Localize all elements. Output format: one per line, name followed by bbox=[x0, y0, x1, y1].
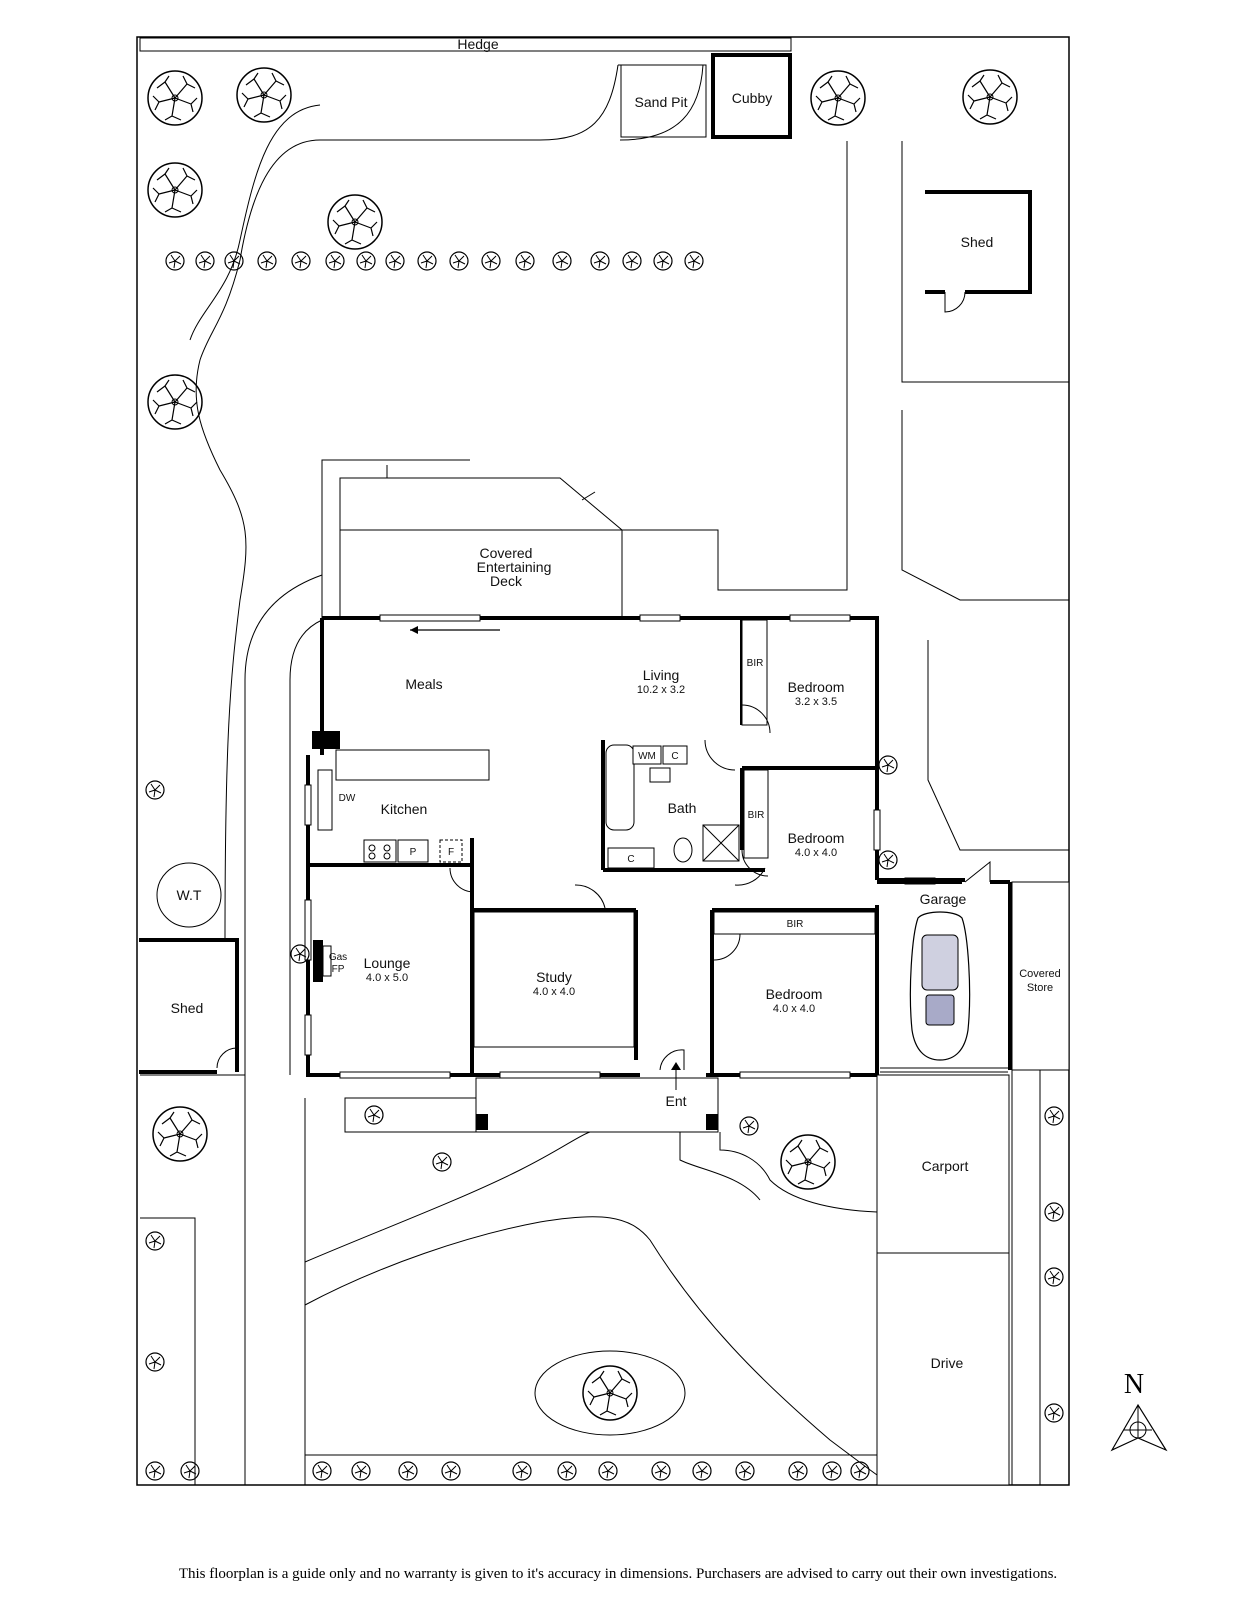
front-garden-bed bbox=[534, 1350, 686, 1436]
shed-rear-door bbox=[944, 291, 966, 313]
deck-label-2: Entertaining bbox=[477, 559, 552, 575]
car-icon bbox=[909, 911, 971, 1061]
cubby bbox=[711, 53, 792, 139]
study-sliders bbox=[473, 911, 635, 1048]
cubby-label: Cubby bbox=[732, 90, 772, 106]
disclaimer-text: This floorplan is a guide only and no wa… bbox=[178, 1566, 1058, 1582]
study-dim: 4.0 x 4.0 bbox=[533, 986, 575, 998]
fridge-label: F bbox=[448, 847, 454, 858]
deck-outline-2 bbox=[339, 477, 623, 618]
bir2-label: BIR bbox=[748, 810, 765, 821]
c-label-1: C bbox=[671, 751, 678, 762]
cupboard-bath bbox=[662, 745, 688, 765]
shed-rear bbox=[925, 190, 1032, 294]
hedge-label: Hedge bbox=[457, 36, 498, 52]
lounge-label: Lounge bbox=[364, 955, 411, 971]
left-side-path bbox=[244, 574, 323, 1075]
water-tank bbox=[156, 862, 222, 928]
deck-label-3: Deck bbox=[490, 573, 523, 589]
gas-fp-label-1: Gas bbox=[329, 952, 347, 963]
doors bbox=[449, 704, 771, 1071]
pantry bbox=[397, 839, 429, 863]
deck-outline bbox=[321, 459, 470, 618]
sand-pit-label: Sand Pit bbox=[635, 94, 688, 110]
cooktop bbox=[363, 839, 397, 863]
bedroom3-label: Bedroom bbox=[766, 986, 823, 1002]
bir-3 bbox=[713, 911, 876, 935]
ent-label: Ent bbox=[665, 1093, 686, 1109]
bath-label: Bath bbox=[668, 800, 697, 816]
bedroom1-label: Bedroom bbox=[788, 679, 845, 695]
pantry-label: P bbox=[410, 847, 417, 858]
cupboard-hall bbox=[607, 847, 655, 869]
north-arrow-icon: N bbox=[1110, 1369, 1168, 1452]
fridge bbox=[439, 839, 463, 863]
deck-label-1: Covered bbox=[480, 545, 533, 561]
entry-porch bbox=[475, 1077, 719, 1133]
meals-label: Meals bbox=[405, 676, 442, 692]
carport-label: Carport bbox=[922, 1158, 969, 1174]
drive-label: Drive bbox=[931, 1355, 964, 1371]
gas-fp-label-2: FP bbox=[332, 964, 345, 975]
front-path bbox=[304, 1098, 878, 1485]
bathtub bbox=[605, 744, 635, 831]
drive bbox=[876, 1252, 1010, 1486]
lounge-dim: 4.0 x 5.0 bbox=[366, 972, 408, 984]
kitchen-bench bbox=[335, 749, 490, 781]
covered-store-label-1: Covered bbox=[1019, 968, 1061, 980]
bir1-label: BIR bbox=[747, 658, 764, 669]
carport bbox=[876, 1074, 1010, 1254]
rear-garden-path-inner bbox=[619, 64, 704, 141]
bath-door bbox=[704, 739, 736, 771]
bir-1 bbox=[741, 619, 768, 726]
kitchen-label: Kitchen bbox=[381, 801, 428, 817]
toilet bbox=[673, 837, 693, 863]
deck-arrow-2 bbox=[581, 491, 596, 501]
right-path-4 bbox=[927, 640, 1069, 851]
gas-fireplace bbox=[313, 940, 323, 982]
bedroom1-dim: 3.2 x 3.5 bbox=[795, 696, 837, 708]
rear-garden-path bbox=[195, 64, 621, 941]
side-garden bbox=[140, 1074, 246, 1485]
right-path-3 bbox=[901, 410, 1069, 601]
north-label: N bbox=[1124, 1369, 1144, 1400]
sand-pit bbox=[620, 64, 707, 138]
property-boundary bbox=[136, 36, 1070, 1486]
covered-store-label-2: Store bbox=[1027, 982, 1053, 994]
bedroom2-label: Bedroom bbox=[788, 830, 845, 846]
kitchen-column bbox=[312, 731, 340, 749]
right-path-1 bbox=[622, 141, 848, 591]
hedge bbox=[139, 37, 792, 52]
living-dim: 10.2 x 3.2 bbox=[637, 684, 685, 696]
shed-side-label: Shed bbox=[171, 1000, 204, 1016]
bedroom3-dim: 4.0 x 4.0 bbox=[773, 1003, 815, 1015]
covered-store bbox=[1011, 881, 1070, 1071]
bedroom2-dim: 4.0 x 4.0 bbox=[795, 847, 837, 859]
washing-machine bbox=[632, 745, 662, 765]
shed-rear-label: Shed bbox=[961, 234, 994, 250]
dw-label: DW bbox=[339, 793, 356, 804]
rear-path-edge bbox=[189, 104, 321, 341]
bir3-label: BIR bbox=[787, 919, 804, 930]
right-path-2 bbox=[901, 141, 1069, 383]
bir-2 bbox=[743, 769, 769, 859]
water-tank-label: W.T bbox=[177, 887, 202, 903]
c-label-2: C bbox=[627, 854, 634, 865]
study-label: Study bbox=[536, 969, 572, 985]
garage-label: Garage bbox=[920, 891, 967, 907]
dishwasher bbox=[317, 769, 333, 831]
basin bbox=[649, 767, 671, 783]
wm-label: WM bbox=[638, 751, 656, 762]
living-label: Living bbox=[643, 667, 680, 683]
